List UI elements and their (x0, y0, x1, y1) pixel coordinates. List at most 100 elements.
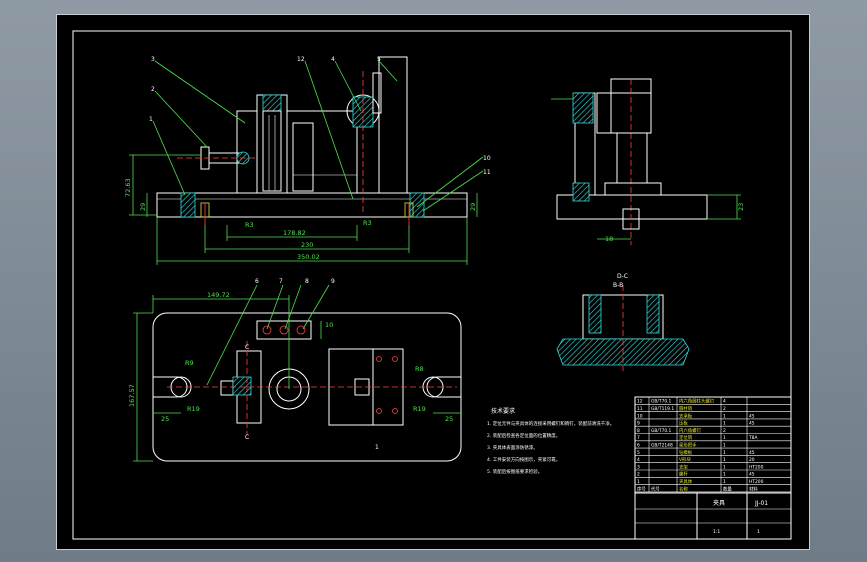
note-line-5: 5. 装配后按图纸要求检验。 (487, 468, 542, 475)
bom-cell: GB/T70.1 (651, 399, 672, 405)
bom-header-cell: 名称 (679, 485, 688, 492)
note-line-3: 3. 夹具体表面涂防锈漆。 (487, 444, 538, 451)
balloon-5: 5 (377, 56, 381, 63)
dim-25-right: 25 (445, 415, 453, 423)
balloon-12: 12 (297, 56, 305, 63)
balloon-10: 10 (483, 155, 491, 162)
bom-cell: 8 (637, 428, 640, 434)
dim-178-82: 178.82 (283, 229, 306, 237)
bom-header-cell: 数量 (723, 485, 732, 492)
top-leaders: 6 7 8 9 (206, 278, 335, 386)
dim-r8: R8 (415, 365, 424, 373)
dim-29-left: 29 (139, 203, 147, 211)
notes-title: 技术要求 (491, 407, 515, 415)
bom-cell: 4 (723, 399, 726, 405)
dim-29-right: 29 (469, 203, 477, 211)
bom-cell: 1 (723, 443, 726, 449)
dim-25-left: 25 (161, 415, 169, 423)
cad-drawing: 3 2 1 12 4 5 10 11 72.63 29 29 178.82 23… (72, 30, 792, 540)
section-label: D-C (617, 273, 628, 280)
bom-cell: 45 (749, 413, 755, 419)
bom-cell: 1 (723, 464, 726, 470)
bom-cell: 6 (637, 443, 640, 449)
bom-cell: 2 (723, 406, 726, 412)
bom-cell: 1 (723, 421, 726, 427)
front-balloons: 3 2 1 12 4 5 10 11 (149, 56, 491, 176)
bom-header-cell: 序号 (637, 485, 646, 492)
bom-cell: 20 (749, 457, 755, 463)
dim-230: 230 (301, 241, 313, 249)
bom-header-cell: 代号 (651, 485, 660, 492)
bom-cell: 2 (723, 428, 726, 434)
note-line-1: 1. 定位元件与夹具体的连接采用螺钉和销钉，装配前清洗干净。 (487, 420, 614, 427)
dim-149-72: 149.72 (207, 291, 230, 299)
bom-cell: 3 (637, 464, 640, 470)
bom-cell: 1 (723, 472, 726, 478)
dim-r19-right: R19 (413, 405, 426, 413)
bom-cell: HT200 (749, 464, 764, 470)
top-dimensions: 149.72 167.57 10 R9 R19 R8 R19 25 25 C C… (128, 291, 461, 462)
dim-72-63: 72.63 (124, 178, 132, 197)
bom-cell: V形块 (679, 456, 691, 463)
bom-cell: 7 (637, 435, 640, 441)
bom-cell: 5 (637, 450, 640, 456)
bom-cell: HT200 (749, 479, 764, 485)
drawing-scale: 1:1 (713, 529, 720, 535)
technical-notes: 技术要求 1. 定位元件与夹具体的连接采用螺钉和销钉，装配前清洗干净。 2. 装… (487, 407, 614, 475)
drawing-viewport[interactable]: 3 2 1 12 4 5 10 11 72.63 29 29 178.82 23… (56, 14, 810, 550)
bom-cell: GB/T2148 (651, 443, 673, 449)
bom-cell: 1 (637, 479, 640, 485)
bom-cell: 45 (749, 450, 755, 456)
bom-cell: 45 (749, 472, 755, 478)
bom-cell: GB/T70.1 (651, 428, 672, 434)
bom-cell: 内六角圆柱头螺钉 (679, 398, 715, 405)
bom-cell: 2 (637, 472, 640, 478)
side-view (551, 78, 708, 245)
dim-23: 23 (737, 203, 745, 211)
bom-cell: 1 (723, 450, 726, 456)
center-label: 1 (375, 444, 379, 451)
section-mark-bottom: C (245, 434, 249, 441)
balloon-9: 9 (331, 278, 335, 285)
bom-cell: 支架 (679, 463, 688, 470)
front-dimensions: 72.63 29 29 178.82 230 350.02 R3 R3 (124, 154, 478, 265)
dim-350-02: 350.02 (297, 253, 320, 261)
bom-cell: 螺杆 (679, 471, 688, 478)
bom-cell: 11 (637, 406, 643, 412)
bom-cell: 压板 (679, 420, 688, 427)
bom-cell: 定位销 (679, 434, 693, 441)
dim-18: 18 (605, 235, 613, 243)
balloon-7: 7 (279, 278, 283, 285)
drawing-title: 夹具 (713, 499, 725, 507)
dim-167-57: 167.57 (128, 384, 136, 407)
note-line-2: 2. 装配后检查各定位面的位置精度。 (487, 432, 560, 439)
front-leaders (152, 60, 484, 212)
dim-r3-left: R3 (245, 221, 254, 229)
bom-cell: GB/T119.1 (651, 406, 674, 412)
top-view (152, 312, 462, 462)
bom-cell: 圆柱销 (679, 405, 693, 412)
balloon-3: 3 (151, 56, 155, 63)
bom-cell: 星形把手 (679, 442, 697, 449)
section-mark-top: C (245, 344, 249, 351)
bom-cell: 支承板 (679, 412, 693, 419)
drawing-frame (72, 30, 792, 540)
balloon-11: 11 (483, 169, 491, 176)
drawing-sheet: 1 (757, 529, 760, 535)
balloon-4: 4 (331, 56, 335, 63)
bom-cell: 4 (637, 457, 640, 463)
bom-cell: 12 (637, 399, 643, 405)
dim-10: 10 (325, 321, 333, 329)
balloon-2: 2 (151, 86, 155, 93)
dim-r19-left: R19 (187, 405, 200, 413)
balloon-6: 6 (255, 278, 259, 285)
bom-cell: 10 (637, 413, 643, 419)
bom-header-cell: 材料 (749, 485, 758, 492)
drawing-number: JJ-01 (754, 500, 768, 507)
section-sublabel: B-B (613, 282, 623, 289)
bom-cell: 1 (723, 413, 726, 419)
bom-cell: 1 (723, 479, 726, 485)
section-view: D-C B-B (556, 273, 690, 371)
bom-cell: 夹具体 (679, 478, 693, 485)
